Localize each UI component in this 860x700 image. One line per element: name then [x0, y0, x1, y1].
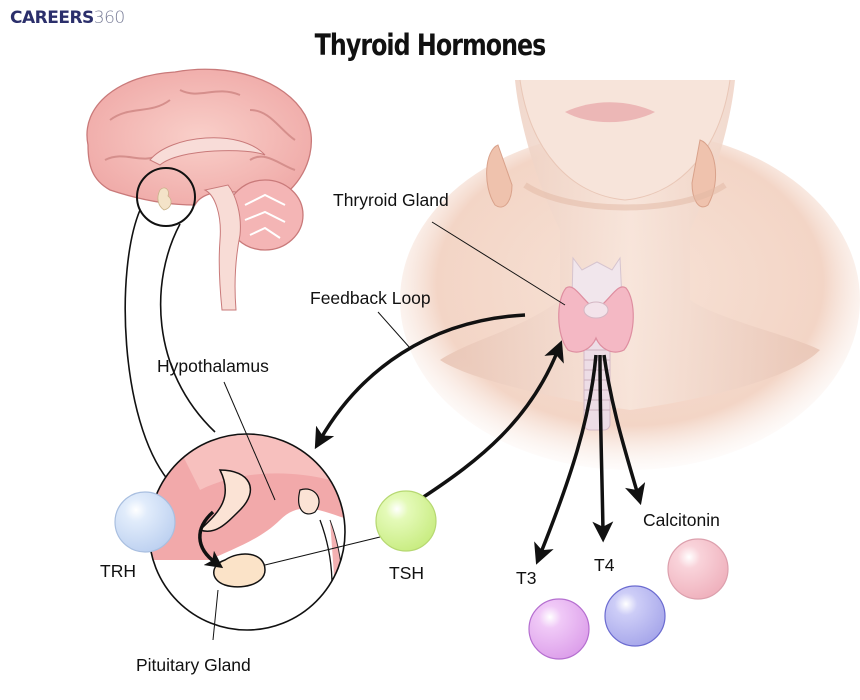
label-calcitonin: Calcitonin: [643, 510, 720, 530]
logo-brand: CAREERS: [10, 8, 94, 28]
trh-sphere: [114, 491, 176, 553]
pituitary-leader-line: [212, 589, 219, 641]
feedback-loop-arrow: [314, 313, 526, 450]
zoom-connector-left: [124, 209, 169, 481]
trachea: [583, 339, 611, 431]
thyroid-to-calcitonin-arrow: [602, 354, 646, 506]
label-pituitary-gland: Pituitary Gland: [136, 655, 251, 675]
label-t3: T3: [516, 568, 537, 588]
hypothalamus-leader-line: [223, 381, 276, 501]
thyroid-leader-line: [431, 221, 566, 306]
tsh-to-thyroid-arrow: [421, 340, 564, 500]
brain-sagittal-illustration: [86, 68, 312, 311]
feedback-leader-line: [377, 311, 411, 349]
t3-sphere: [528, 598, 590, 660]
logo-number: 360: [93, 8, 125, 28]
tsh-sphere: [375, 490, 437, 552]
label-hypothalamus: Hypothalamus: [157, 356, 269, 376]
thyroid-to-t3-arrow: [534, 354, 598, 565]
human-head-neck-illustration: [400, 79, 860, 470]
label-thyroid-gland: Thryroid Gland: [333, 190, 449, 210]
label-feedback-loop: Feedback Loop: [310, 288, 431, 308]
label-tsh: TSH: [389, 563, 424, 583]
label-t4: T4: [594, 555, 615, 575]
thyroid-to-t4-arrow: [592, 354, 614, 543]
zoom-connector-right: [159, 223, 216, 433]
hypothalamus-to-pituitary-arrow: [198, 510, 224, 569]
tsh-release-line: [264, 536, 381, 566]
thyroid-gland-organ: [558, 286, 634, 353]
calcitonin-sphere: [667, 538, 729, 600]
pituitary-gland-organ: [213, 553, 266, 588]
label-trh: TRH: [100, 561, 136, 581]
t4-sphere: [604, 585, 666, 647]
brain-magnifier-circle: [136, 167, 196, 227]
diagram-title: Thyroid Hormones: [314, 28, 547, 62]
careers360-logo: CAREERS360: [10, 7, 125, 29]
